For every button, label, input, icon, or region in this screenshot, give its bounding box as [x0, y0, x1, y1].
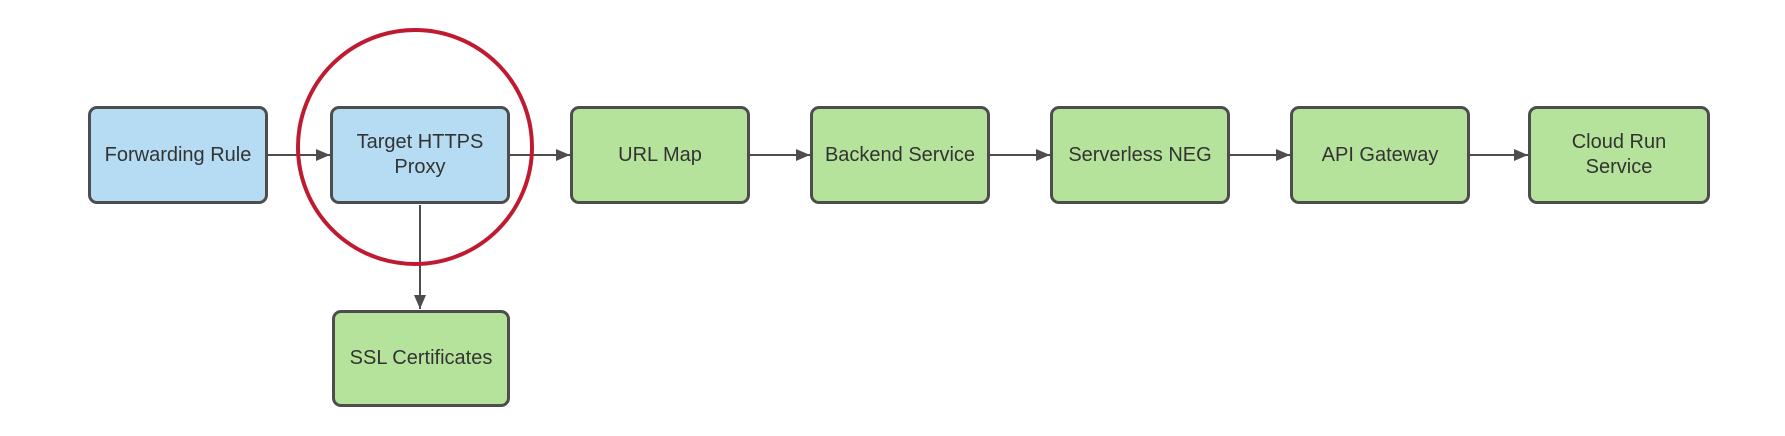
node-serverless-neg: Serverless NEG — [1050, 106, 1230, 204]
node-api-gateway: API Gateway — [1290, 106, 1470, 204]
node-backend-service: Backend Service — [810, 106, 990, 204]
node-cloud-run-service: Cloud Run Service — [1528, 106, 1710, 204]
node-target-https-proxy: Target HTTPS Proxy — [330, 106, 510, 204]
node-ssl-certificates: SSL Certificates — [332, 310, 510, 407]
node-url-map: URL Map — [570, 106, 750, 204]
node-forwarding-rule: Forwarding Rule — [88, 106, 268, 204]
